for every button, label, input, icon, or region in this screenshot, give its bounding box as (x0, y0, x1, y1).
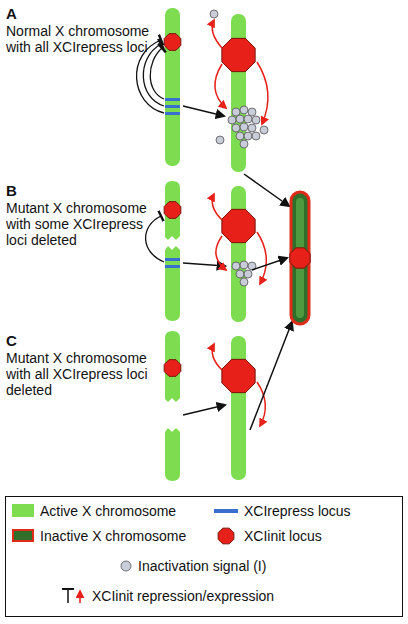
repress-locus (165, 265, 180, 268)
expression-arrow (257, 232, 266, 284)
inactivation-signal-cluster (210, 10, 268, 148)
inactivation-arrow (252, 258, 287, 270)
legend-swatch (12, 529, 34, 542)
repress-locus (165, 258, 180, 261)
legend-box (6, 497, 403, 617)
legend-signal-sample (121, 561, 131, 571)
init-locus (164, 202, 181, 219)
repression-arc (150, 48, 164, 99)
panel-b-art (146, 181, 287, 322)
legend-text: Active X chromosome (40, 503, 176, 519)
active-x-chromosome (231, 336, 246, 480)
inactivation-arrow (244, 174, 289, 206)
active-x-chromosome (165, 246, 180, 321)
repress-locus (165, 112, 180, 115)
expression-arrow (257, 382, 265, 426)
panel-letter: C (6, 333, 36, 349)
repress-locus (165, 98, 180, 101)
init-locus (164, 360, 181, 377)
panel-a-art (137, 8, 289, 206)
inactive-x-chromosome (290, 192, 310, 324)
legend-init-sample (218, 528, 234, 544)
panel-description: Normal X chromosome with all XCIrepress … (6, 23, 161, 55)
legend-swatch (12, 504, 34, 517)
repression-arc (146, 216, 164, 262)
expression-arrow (216, 236, 226, 270)
legend-text: XCIrepress locus (244, 503, 351, 519)
expression-arrow (257, 62, 268, 124)
panel-description: Mutant X chromosome with all XCIrepress … (6, 350, 161, 398)
legend-text: Inactivation signal (I) (138, 558, 266, 574)
active-x-chromosome (165, 181, 180, 240)
panel-letter: B (6, 183, 36, 199)
inactivation-signal-cluster (232, 261, 256, 286)
active-x-chromosome (165, 8, 180, 166)
init-locus (222, 38, 255, 71)
init-locus (222, 359, 255, 392)
panel-c-art (164, 322, 292, 481)
init-locus (164, 34, 181, 51)
signal-arrow (183, 405, 225, 415)
active-x-chromosome (165, 331, 180, 402)
inactivation-arrow (250, 322, 292, 430)
active-x-chromosome (231, 186, 246, 322)
panel-letter: A (6, 6, 36, 22)
signal-arrow (183, 106, 224, 116)
active-x-chromosome (165, 428, 180, 481)
expression-arrow (212, 20, 222, 48)
legend-text: XCIinit repression/expression (92, 588, 274, 604)
legend-repress-sample (214, 509, 238, 513)
panel-description: Mutant X chromosome with some XCIrepress… (6, 200, 161, 248)
legend-repression-sample (62, 589, 80, 603)
expression-arrow (212, 194, 222, 220)
init-locus (222, 209, 255, 242)
expression-arrow (212, 344, 222, 370)
repress-locus (165, 105, 180, 108)
legend-text: XCIinit locus (244, 528, 322, 544)
expression-arrow (215, 64, 226, 108)
legend-text: Inactive X chromosome (40, 528, 186, 544)
